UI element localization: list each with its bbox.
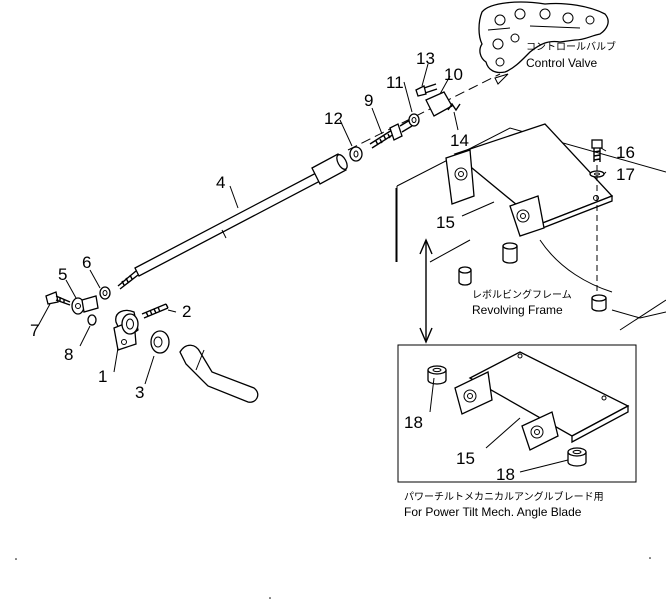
- power-tilt-box: [397, 344, 637, 483]
- power-tilt-caption-jp: パワーチルトメカニカルアングルブレード用: [404, 490, 604, 503]
- plate-15-upper: [445, 123, 614, 237]
- revolving-frame-caption-jp: レボルビングフレーム: [472, 288, 572, 301]
- nut-11: [408, 113, 420, 127]
- callout-6: 6: [82, 253, 91, 272]
- callout-3: 3: [135, 383, 144, 402]
- callout-10: 10: [444, 65, 463, 84]
- clevis-1: [113, 309, 139, 351]
- bushing-18-b: [567, 447, 587, 467]
- stray-dot: [649, 557, 651, 559]
- ball-joint-5: [71, 295, 99, 315]
- callout-2: 2: [182, 302, 191, 321]
- callout-17: 17: [616, 165, 635, 184]
- callout-7: 7: [30, 321, 39, 340]
- callout-14: 14: [450, 131, 469, 150]
- callout-8: 8: [64, 345, 73, 364]
- callout-11: 11: [386, 73, 404, 92]
- power-tilt-caption-en: For Power Tilt Mech. Angle Blade: [404, 505, 582, 519]
- bushing-18-a: [427, 365, 447, 385]
- pin-2: [141, 303, 169, 319]
- callout-15-lower: 15: [456, 449, 475, 468]
- control-valve-caption-en: Control Valve: [526, 56, 597, 70]
- callout-13: 13: [416, 49, 435, 68]
- bolt-7: [45, 291, 71, 306]
- nut-12: [349, 146, 363, 162]
- frame-bosses: [458, 242, 607, 312]
- callout-18-left: 18: [404, 413, 423, 432]
- rod-4: [117, 153, 348, 290]
- callout-12: 12: [324, 109, 343, 128]
- control-valve: [478, 1, 609, 74]
- cotter-pin-14: [447, 102, 461, 112]
- callout-16: 16: [616, 143, 635, 162]
- bolt-16: [591, 139, 603, 162]
- revolving-frame: [395, 127, 666, 331]
- callout-18-right: 18: [496, 465, 515, 484]
- pin-13: [415, 83, 438, 97]
- plate-15-lower: [454, 351, 630, 451]
- washer-8: [87, 314, 97, 326]
- leader-lines: [37, 63, 607, 473]
- callout-15-upper: 15: [436, 213, 455, 232]
- callout-4: 4: [216, 173, 225, 192]
- bushing-3: [150, 330, 170, 354]
- control-valve-caption-jp: コントロールバルブ: [526, 40, 616, 53]
- adjuster-9: [369, 119, 413, 149]
- revolving-frame-caption-en: Revolving Frame: [472, 303, 563, 317]
- nut-6: [99, 286, 111, 300]
- callout-1: 1: [98, 367, 107, 386]
- reference-arrow: [419, 238, 433, 344]
- stray-dot: [269, 597, 271, 599]
- callout-9: 9: [364, 91, 373, 110]
- stray-dot: [15, 558, 17, 560]
- rod-end-10: [425, 91, 453, 117]
- pipe: [179, 344, 259, 403]
- callout-5: 5: [58, 265, 67, 284]
